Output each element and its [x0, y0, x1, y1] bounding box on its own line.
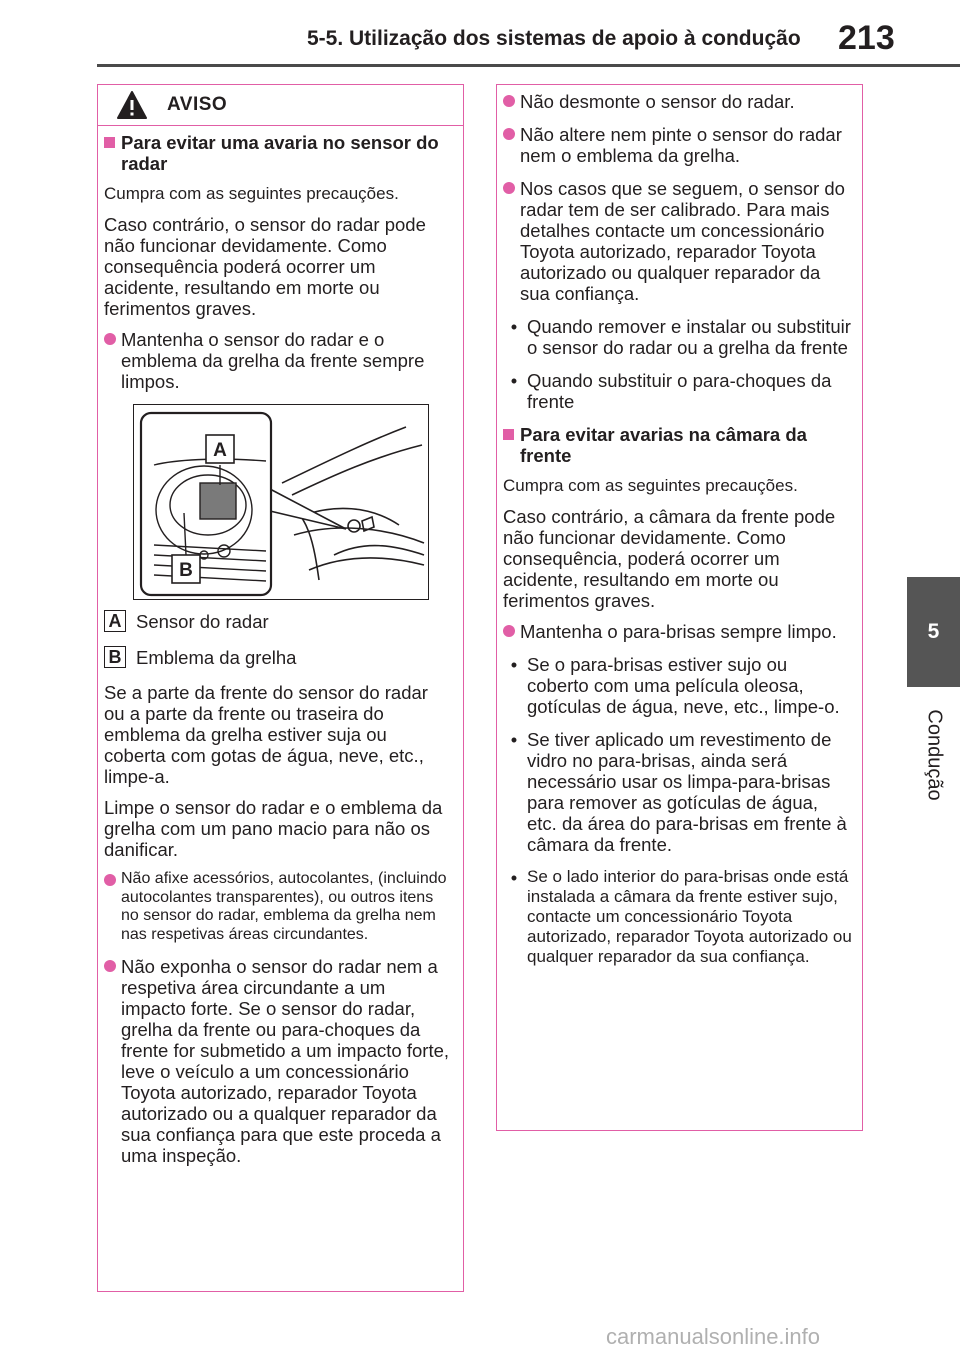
dash-text: Quando remover e instalar ou substituir … — [527, 316, 851, 358]
bullet-text: Não afixe acessórios, autocolantes, (inc… — [121, 870, 447, 943]
radar-sensor-illustration: A B — [133, 404, 429, 600]
dash-bullet-icon: • — [510, 316, 518, 337]
warning-box-right: Não desmonte o sensor do radar. Não alte… — [496, 84, 863, 1131]
dash-bullet-icon: • — [510, 370, 518, 391]
bullet-item: Não altere nem pinte o sensor do radar n… — [503, 124, 852, 166]
warning-box-left: AVISO Para evitar uma avaria no sensor d… — [97, 84, 464, 1292]
chapter-label-text: Condução — [923, 709, 946, 801]
dash-text: Quando substituir o para-choques da fren… — [527, 370, 832, 412]
bullet-item: Não afixe acessórios, autocolantes, (inc… — [104, 870, 453, 944]
dash-bullet-icon: • — [510, 729, 518, 750]
round-bullet-icon — [104, 874, 116, 886]
bullet-text: Não exponha o sensor do radar nem a resp… — [121, 956, 450, 1166]
car-front-drawing: A B — [139, 411, 425, 597]
bullet-text: Não desmonte o sensor do radar. — [520, 91, 795, 112]
round-bullet-icon — [503, 95, 515, 107]
chapter-label: Condução — [908, 700, 960, 810]
round-bullet-icon — [503, 625, 515, 637]
warning-content-left: Para evitar uma avaria no sensor do rada… — [98, 126, 463, 1166]
dash-text: Se o lado interior do para-brisas onde e… — [527, 867, 852, 966]
round-bullet-icon — [104, 333, 116, 345]
dash-item: • Se o lado interior do para-brisas onde… — [503, 867, 852, 967]
bullet-text: Nos casos que se seguem, o sensor do rad… — [520, 178, 845, 304]
dash-bullet-icon: • — [510, 654, 518, 675]
square-bullet-icon — [503, 429, 514, 440]
callout-letter: A — [104, 610, 126, 632]
warning-content-right: Não desmonte o sensor do radar. Não alte… — [497, 85, 862, 967]
dash-bullet-icon: • — [510, 867, 518, 888]
bullet-text: Não altere nem pinte o sensor do radar n… — [520, 124, 842, 166]
bullet-item: Não desmonte o sensor do radar. — [503, 91, 852, 112]
dash-item: • Se o para-brisas estiver sujo ou cober… — [503, 654, 852, 717]
bullet-text: Mantenha o sensor do radar e o emblema d… — [121, 329, 425, 392]
bullet-item: Nos casos que se seguem, o sensor do rad… — [503, 178, 852, 304]
paragraph: Cumpra com as seguintes precauções. — [503, 476, 798, 495]
dash-text: Se o para-brisas estiver sujo ou coberto… — [527, 654, 840, 717]
bullet-item: Mantenha o para-brisas sempre limpo. — [503, 621, 852, 642]
paragraph: Caso contrário, a câmara da frente pode … — [503, 506, 836, 611]
bullet-item: Mantenha o sensor do radar e o emblema d… — [104, 329, 453, 392]
callout-text: Sensor do radar — [136, 610, 269, 632]
figure-label-b: B — [179, 560, 193, 581]
page-number: 213 — [838, 19, 895, 57]
round-bullet-icon — [503, 182, 515, 194]
dash-item: • Quando remover e instalar ou substitui… — [503, 316, 852, 358]
paragraph: Cumpra com as seguintes precauções. — [104, 184, 399, 203]
watermark: carmanualsonline.info — [606, 1324, 821, 1349]
dash-text: Se tiver aplicado um revestimento de vid… — [527, 729, 847, 855]
chapter-tab[interactable]: 5 — [907, 577, 960, 687]
subheading-text: Para evitar uma avaria no sensor do rada… — [121, 132, 439, 174]
callout-b: B Emblema da grelha — [104, 646, 453, 668]
bullet-item: Não exponha o sensor do radar nem a resp… — [104, 956, 453, 1166]
square-bullet-icon — [104, 137, 115, 148]
header-rule — [97, 64, 960, 67]
round-bullet-icon — [104, 960, 116, 972]
dash-item: • Se tiver aplicado um revestimento de v… — [503, 729, 852, 855]
paragraph: Se a parte da frente do sensor do radar … — [104, 682, 428, 787]
warning-triangle-icon — [117, 91, 147, 119]
subheading-radar: Para evitar uma avaria no sensor do rada… — [104, 132, 453, 174]
warning-label: AVISO — [167, 94, 228, 115]
figure-label-a: A — [213, 440, 227, 461]
callout-a: A Sensor do radar — [104, 610, 453, 632]
subheading-text: Para evitar avarias na câmara da frente — [520, 424, 807, 466]
warning-header: AVISO — [98, 85, 463, 126]
running-header: 5-5. Utilização dos sistemas de apoio à … — [307, 27, 801, 50]
bullet-text: Mantenha o para-brisas sempre limpo. — [520, 621, 837, 642]
dash-item: • Quando substituir o para-choques da fr… — [503, 370, 852, 412]
paragraph: Caso contrário, o sensor do radar pode n… — [104, 214, 426, 319]
callout-letter: B — [104, 646, 126, 668]
subheading-camera: Para evitar avarias na câmara da frente — [503, 424, 852, 466]
callout-text: Emblema da grelha — [136, 646, 297, 668]
round-bullet-icon — [503, 128, 515, 140]
paragraph: Limpe o sensor do radar e o emblema da g… — [104, 797, 443, 860]
